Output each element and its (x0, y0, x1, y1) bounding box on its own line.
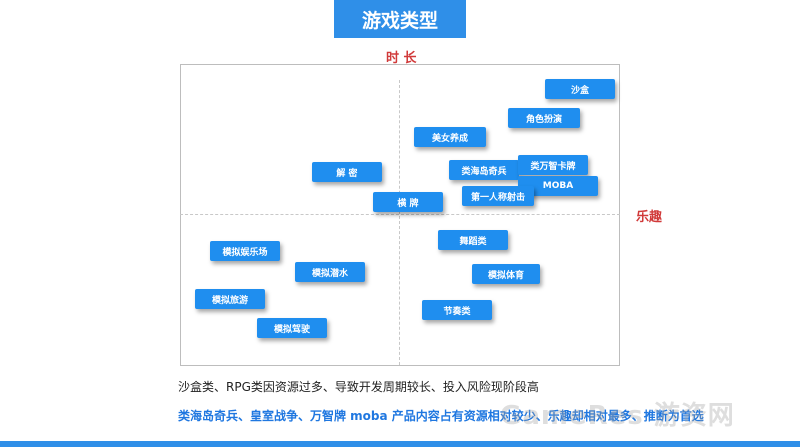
note-line-1: 沙盒类、RPG类因资源过多、导致开发周期较长、投入风险现阶段高 (178, 380, 539, 394)
tag-sim-sports: 模拟体育 (472, 264, 540, 284)
tag-rpg: 角色扮演 (508, 108, 580, 128)
tag-sim-travel: 模拟旅游 (195, 289, 265, 309)
tag-sandbox: 沙盒 (545, 79, 615, 99)
tag-moba: MOBA (518, 176, 598, 196)
tag-dance: 舞蹈类 (438, 230, 508, 250)
page-title: 游戏类型 (334, 0, 466, 38)
tag-mtg-card-like: 类万智卡牌 (518, 155, 588, 175)
tag-beauty-raising: 美女养成 (414, 127, 486, 147)
bottom-accent-bar (0, 441, 800, 447)
note-line-2: 类海岛奇兵、皇室战争、万智牌 moba 产品内容占有资源相对较少、乐趣却相对最多… (178, 409, 704, 423)
tag-puzzle: 解 密 (312, 162, 382, 182)
watermark: GameRes 游资网 (500, 401, 735, 431)
horizontal-axis (180, 214, 620, 215)
axis-y-label: 时 长 (386, 51, 417, 66)
vertical-axis (399, 80, 400, 365)
tag-chess-cards: 横 牌 (373, 192, 443, 212)
quadrant-frame (180, 64, 620, 366)
tag-boom-beach-like: 类海岛奇兵 (449, 160, 519, 180)
axis-x-label: 乐趣 (636, 210, 663, 225)
tag-sim-driving: 模拟驾驶 (257, 318, 327, 338)
tag-rhythm: 节奏类 (422, 300, 492, 320)
tag-fps: 第一人称射击 (462, 186, 534, 206)
tag-sim-diving: 模拟潜水 (295, 262, 365, 282)
tag-sim-casino: 模拟娱乐场 (210, 241, 280, 261)
